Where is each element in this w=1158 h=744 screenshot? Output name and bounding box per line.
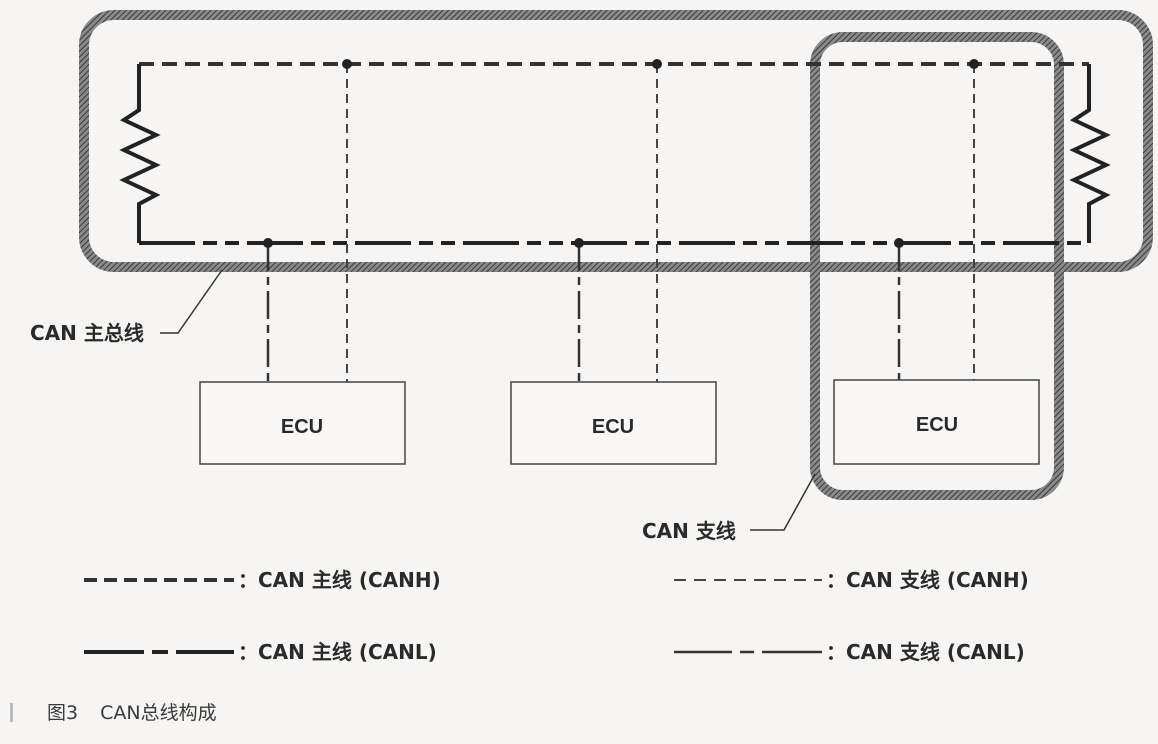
caption-title: CAN总线构成 [100, 702, 217, 724]
legend: ：CAN 主线 (CANH) ：CAN 支线 (CANH) ：CAN 主线 (C… [84, 568, 1029, 664]
junction-dot [342, 59, 352, 69]
branch-canh-lines [346, 64, 975, 382]
caption-marker [10, 703, 13, 722]
junction-dot [894, 238, 904, 248]
branch-label: CAN 支线 [642, 519, 736, 543]
main-bus-leader [160, 269, 223, 334]
junction-dot [969, 59, 979, 69]
main-bus-outline [79, 10, 1153, 272]
ecu-3: ECU [833, 379, 1040, 465]
ecu-label: ECU [592, 416, 634, 438]
ecu-box [199, 381, 406, 465]
junction-dot [652, 59, 662, 69]
right-resistor [1069, 64, 1111, 243]
figure-caption: 图3 CAN总线构成 [10, 698, 217, 725]
junction-dot [574, 238, 584, 248]
legend-main-canl-text: ：CAN 主线 (CANL) [238, 640, 437, 664]
main-bus-label: CAN 主总线 [30, 321, 144, 345]
ecu-2: ECU [510, 381, 717, 465]
branch-outline [810, 32, 1064, 500]
legend-branch-canl-text: ：CAN 支线 (CANL) [826, 640, 1025, 664]
legend-branch-canh-text: ：CAN 支线 (CANH) [826, 568, 1029, 592]
ecu-label: ECU [916, 414, 958, 436]
caption-number: 图3 [47, 702, 79, 724]
left-resistor [119, 64, 161, 243]
legend-main-canh-text: ：CAN 主线 (CANH) [238, 568, 441, 592]
branch-canl-lines [266, 243, 901, 382]
ecu-label: ECU [281, 416, 323, 438]
branch-leader [750, 473, 816, 531]
ecu-box [833, 379, 1040, 465]
ecu-box [510, 381, 717, 465]
ecu-1: ECU [199, 381, 406, 465]
junction-dots [263, 59, 979, 248]
junction-dot [263, 238, 273, 248]
